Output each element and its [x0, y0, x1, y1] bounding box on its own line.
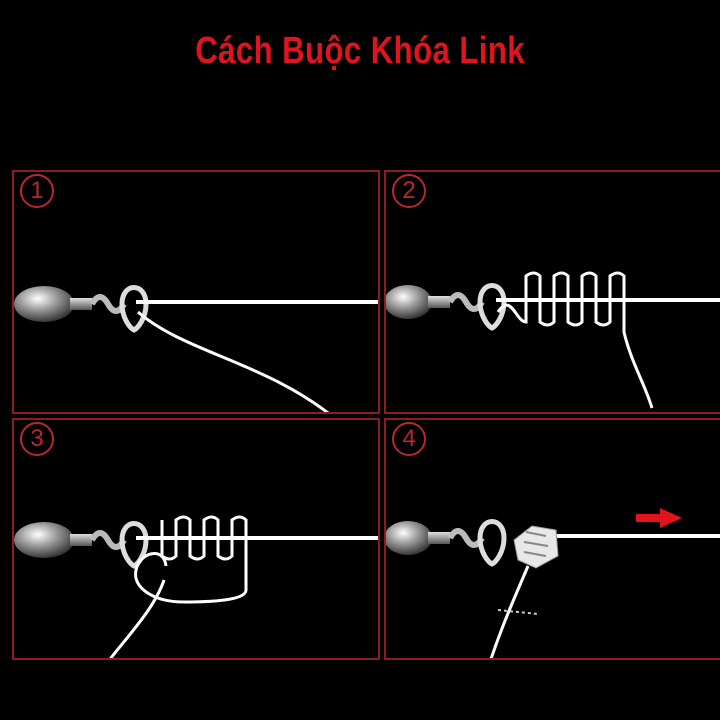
tag-end-line [489, 565, 530, 658]
tag-end-line [137, 310, 330, 412]
step-panel-1: 1 [12, 170, 380, 414]
arrow-right-icon [636, 508, 682, 528]
step-3-illustration [14, 515, 378, 658]
page-title: Cách Buộc Khóa Link [195, 30, 525, 72]
step-number-badge: 4 [392, 422, 426, 456]
step-panel-3: 3 [12, 418, 380, 660]
swivel-icon [14, 521, 149, 569]
trim-mark [497, 609, 539, 615]
coil-line [496, 271, 654, 409]
step-number-badge: 1 [20, 174, 54, 208]
knot-icon [513, 525, 559, 569]
tag-end-line [109, 579, 166, 658]
step-2-illustration [386, 271, 720, 409]
step-panel-2: 2 [384, 170, 720, 414]
step-4-illustration [386, 508, 720, 658]
swivel-icon [14, 285, 149, 333]
swivel-icon [386, 283, 507, 331]
coil-line [134, 515, 248, 604]
step-number-badge: 3 [20, 422, 54, 456]
swivel-icon [386, 519, 507, 567]
step-1-illustration [14, 285, 378, 412]
step-number-badge: 2 [392, 174, 426, 208]
step-panel-4: 4 [384, 418, 720, 660]
